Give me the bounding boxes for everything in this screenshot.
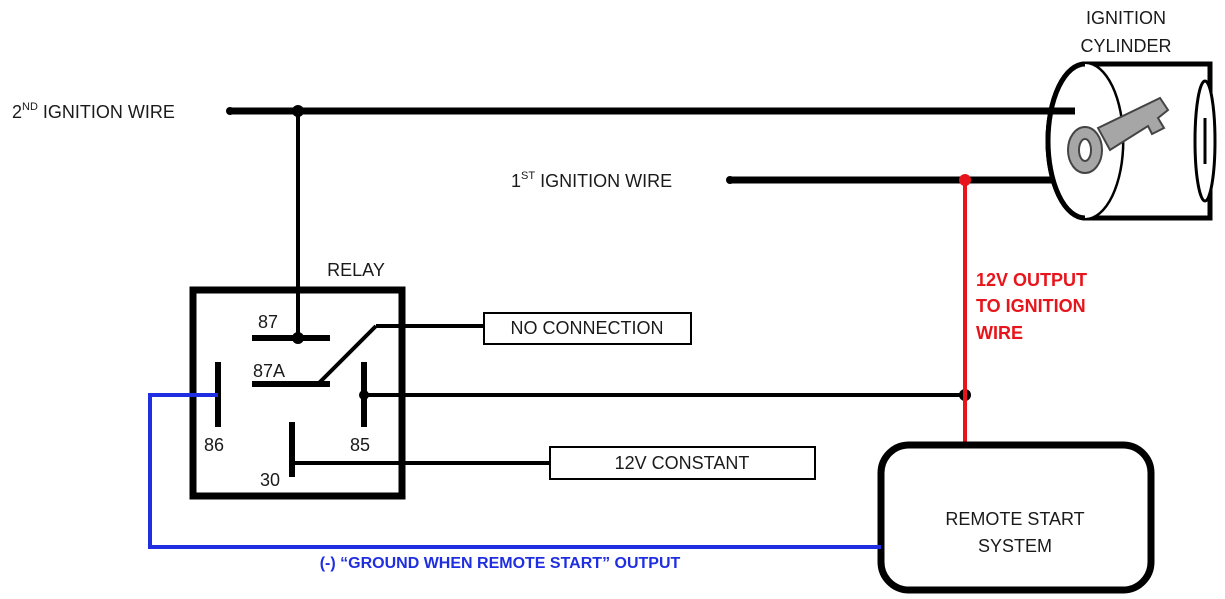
no-connection-label: NO CONNECTION	[511, 318, 664, 338]
output-12v-label-2: TO IGNITION	[976, 296, 1086, 316]
output-12v-label-3: WIRE	[976, 323, 1023, 343]
pin-85-label: 85	[350, 435, 370, 455]
remote-start-label-2: SYSTEM	[978, 536, 1052, 556]
wire-end-dot	[726, 176, 734, 184]
relay-label: RELAY	[327, 260, 385, 280]
key-icon	[1067, 96, 1170, 174]
relay-switch-arm	[316, 324, 378, 386]
junction-dot-red	[959, 174, 971, 186]
remote-start-label-1: REMOTE START	[945, 509, 1084, 529]
pin-87a-label: 87A	[253, 361, 285, 381]
constant-12v-box	[549, 446, 816, 480]
output-12v-label-1: 12V OUTPUT	[976, 270, 1087, 290]
remote-start-box	[877, 441, 1155, 594]
no-connection-box	[483, 312, 692, 345]
constant-12v-label: 12V CONSTANT	[615, 453, 750, 473]
ignition-cylinder-icon	[1045, 61, 1217, 221]
ground-output-label: (-) “GROUND WHEN REMOTE START” OUTPUT	[320, 555, 681, 572]
pin-87-label: 87	[258, 312, 278, 332]
wire-end-dot	[226, 107, 234, 115]
ignition-cylinder-label-1: IGNITION	[1086, 8, 1166, 28]
ignition-cylinder-label-2: CYLINDER	[1080, 36, 1171, 56]
pin-30-label: 30	[260, 470, 280, 490]
first-ignition-wire-label: 1ST IGNITION WIRE	[511, 170, 672, 191]
ground-output-wire	[148, 393, 881, 549]
second-ignition-wire-label: 2ND IGNITION WIRE	[12, 101, 175, 122]
pin-86-label: 86	[204, 435, 224, 455]
